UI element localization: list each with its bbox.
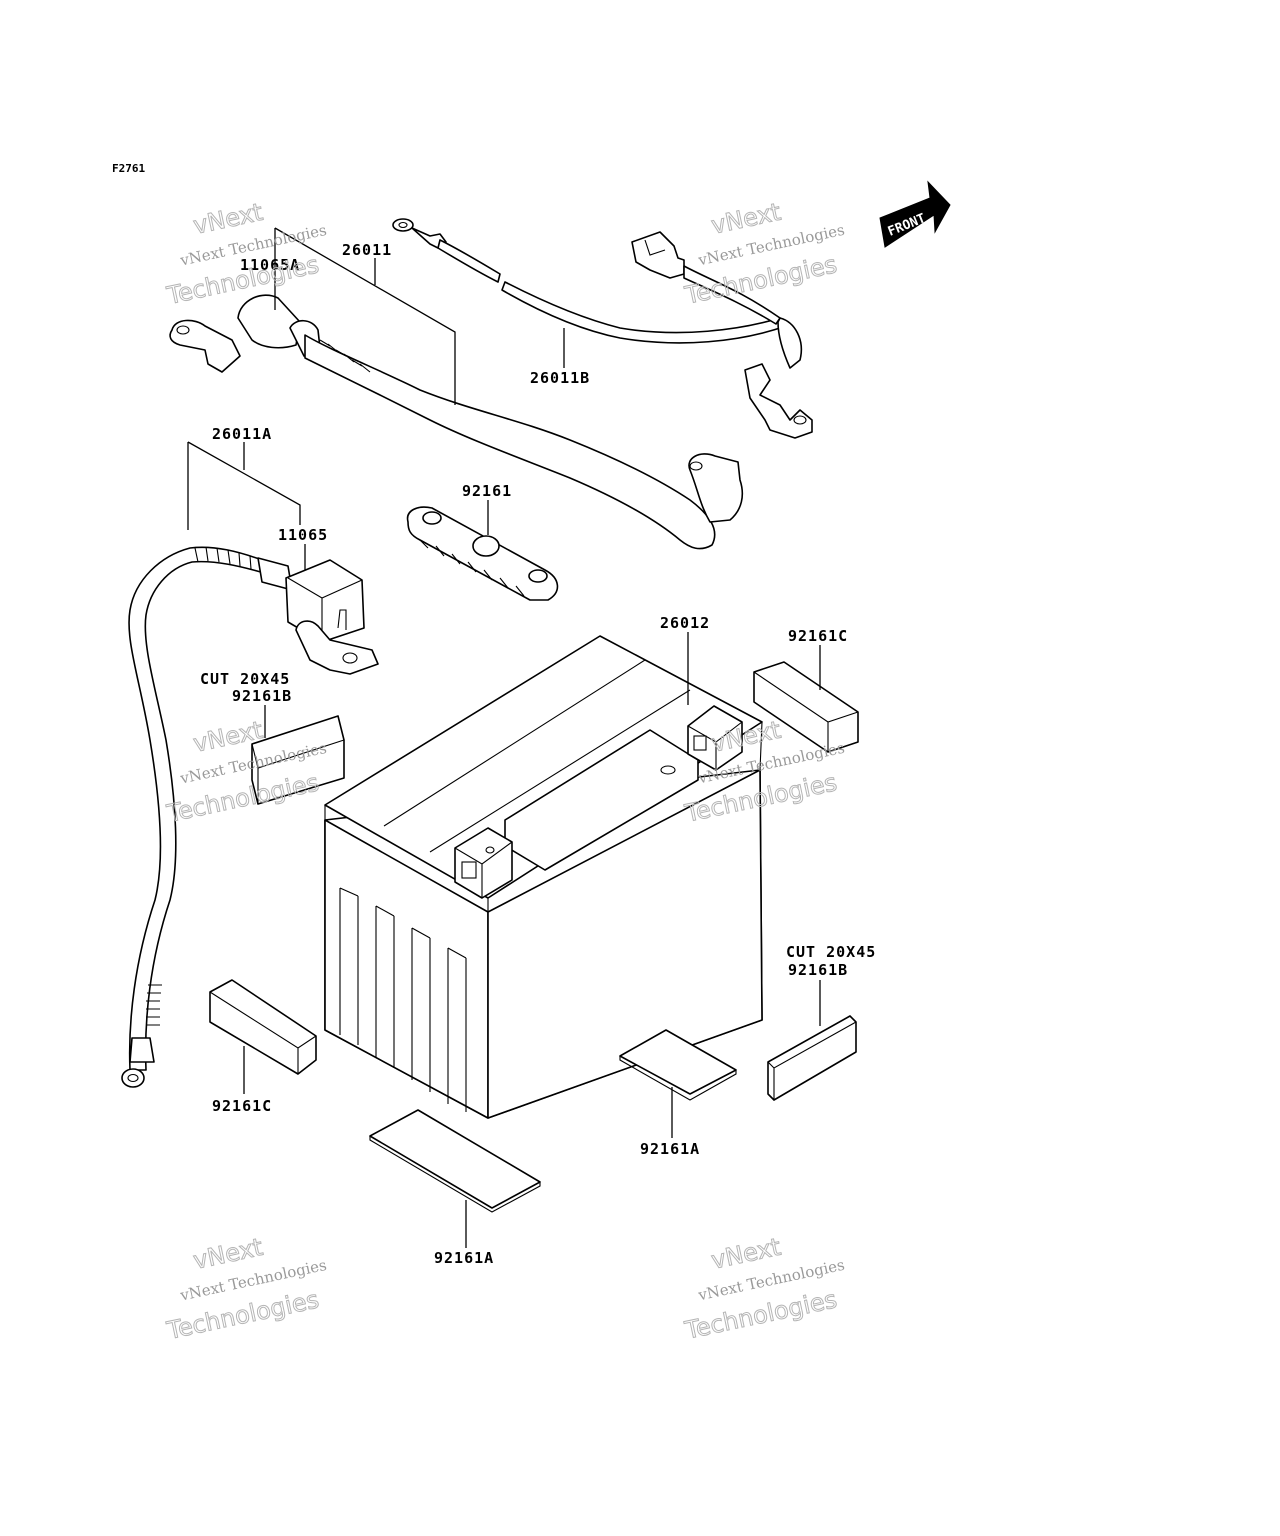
label-cut-right: CUT 20X45 (786, 943, 876, 961)
diagram-code: F2761 (112, 162, 145, 175)
svg-text:vNext: vNext (191, 198, 265, 240)
cable-26011A (121, 546, 379, 1088)
sheet-92161A-right (619, 1029, 737, 1101)
watermark-bottom-right: vNext vNext Technologies Technologies (681, 1232, 846, 1345)
label-92161B-left: 92161B (232, 687, 292, 705)
label-26011A: 26011A (212, 425, 272, 443)
pad-92161C-right (753, 661, 859, 753)
label-92161C-right: 92161C (788, 627, 848, 645)
battery-26012 (324, 635, 763, 1119)
svg-text:vNext: vNext (709, 1233, 783, 1275)
label-92161-top: 92161 (462, 482, 512, 500)
pad-92161C-left (209, 979, 317, 1075)
label-92161A-bottom: 92161A (434, 1249, 494, 1267)
sheet-92161A-bottom (369, 1109, 541, 1213)
pad-92161B-right (767, 1015, 857, 1101)
label-92161A-right: 92161A (640, 1140, 700, 1158)
label-cut-left: CUT 20X45 (200, 670, 290, 688)
label-26012: 26012 (660, 614, 710, 632)
label-92161B-right: 92161B (788, 961, 848, 979)
label-11065A: 11065A (240, 256, 300, 274)
watermark-bottom-left: vNext vNext Technologies Technologies (163, 1232, 328, 1345)
svg-text:vNext: vNext (709, 198, 783, 240)
watermark-top-right: vNext vNext Technologies Technologies (681, 197, 846, 310)
svg-text:vNext: vNext (191, 1233, 265, 1275)
label-11065: 11065 (278, 526, 328, 544)
front-arrow-icon: FRONT (879, 180, 951, 248)
leader-lines (187, 227, 821, 1248)
bracket-92161 (406, 506, 559, 601)
label-26011B: 26011B (530, 369, 590, 387)
pad-92161B-left (251, 715, 345, 805)
label-92161C-left: 92161C (212, 1097, 272, 1115)
label-26011: 26011 (342, 241, 392, 259)
cable-26011 (169, 294, 744, 550)
cable-26011B (392, 218, 813, 439)
